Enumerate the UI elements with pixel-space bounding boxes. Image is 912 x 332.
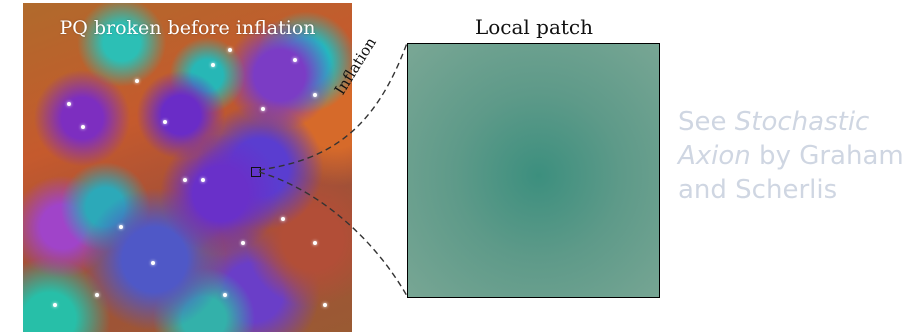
connector-lower-curve: [258, 171, 408, 297]
string-defect: [163, 120, 167, 124]
string-defect: [119, 225, 123, 229]
reference-note: See Stochastic Axion by Graham and Scher…: [678, 105, 908, 207]
connector-upper-curve: [258, 42, 408, 171]
string-defect: [67, 102, 71, 106]
note-prefix: See: [678, 107, 735, 137]
note-suffix: by Graham and Scherlis: [678, 141, 904, 205]
string-defect: [228, 48, 232, 52]
string-defect: [313, 93, 317, 97]
string-defect: [151, 261, 155, 265]
string-defect: [223, 293, 227, 297]
string-defect: [53, 303, 57, 307]
field-map-title: PQ broken before inflation: [59, 17, 316, 39]
string-defect: [293, 58, 297, 62]
string-defect: [81, 125, 85, 129]
string-defect: [241, 241, 245, 245]
string-defect: [95, 293, 99, 297]
string-defect: [281, 217, 285, 221]
string-defect: [323, 303, 327, 307]
string-defect: [211, 63, 215, 67]
note-emphasis: Stochastic Axion: [678, 107, 870, 171]
string-defect: [183, 178, 187, 182]
local-patch-field: [407, 43, 660, 298]
string-defect: [135, 79, 139, 83]
local-patch-title: Local patch: [474, 15, 594, 39]
pq-field-map: PQ broken before inflation: [23, 3, 352, 332]
string-defect: [261, 107, 265, 111]
string-defect: [201, 178, 205, 182]
string-defect: [313, 241, 317, 245]
